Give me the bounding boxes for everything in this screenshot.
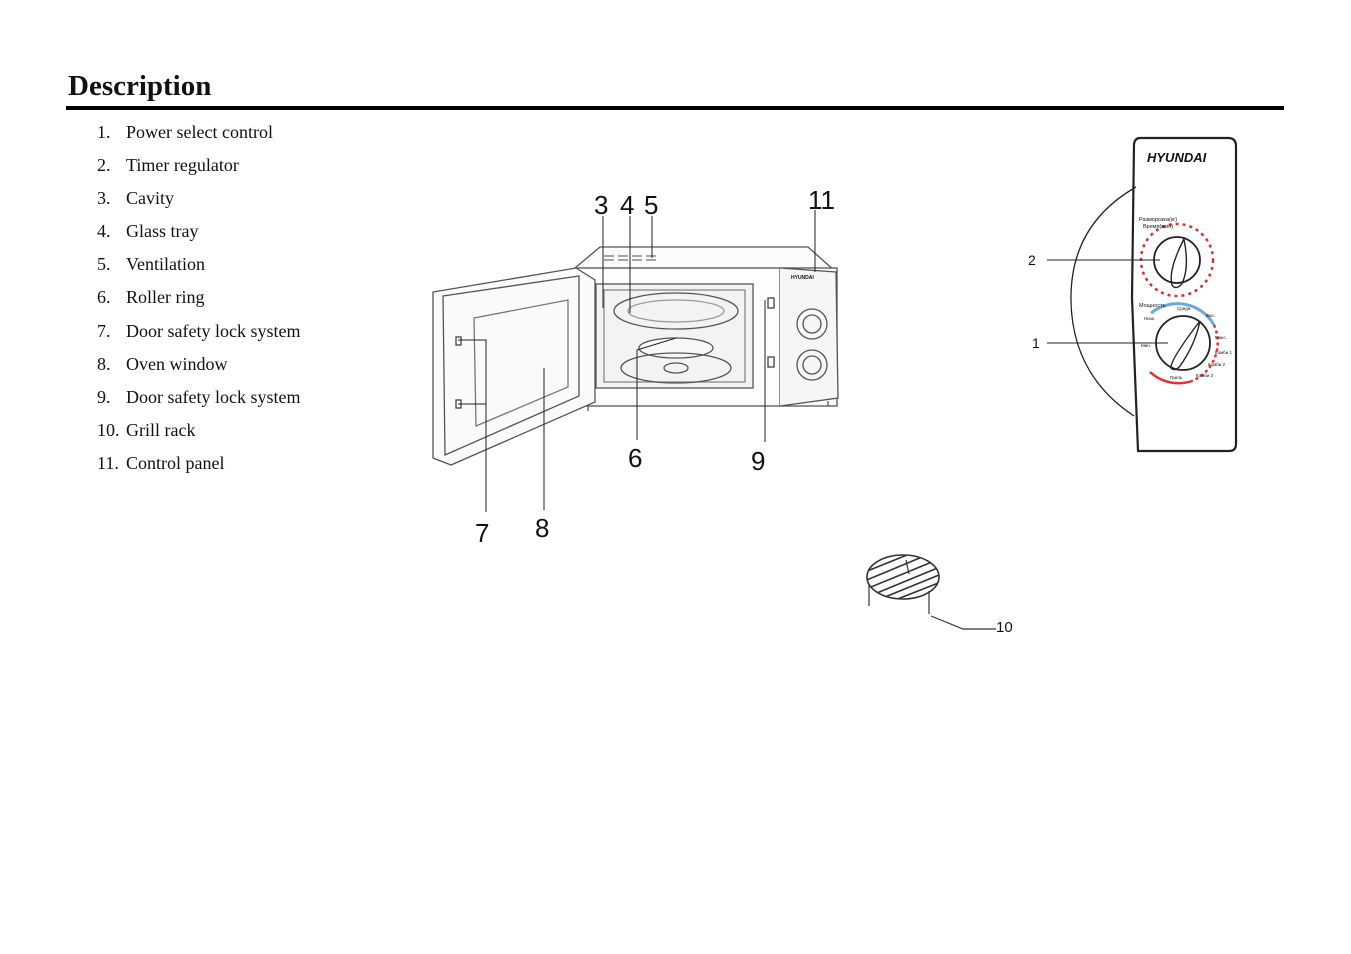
power-mark-max: Макс. [1215, 335, 1227, 340]
brand-logo-small: HYUNDAI [791, 275, 814, 281]
glass-tray [613, 292, 739, 330]
callout-9: 9 [751, 446, 765, 476]
parts-list: 1.Power select control 2.Timer regulator… [97, 118, 300, 482]
callout-3: 3 [594, 190, 608, 220]
power-caption: Мощность [1139, 303, 1166, 309]
power-mark-combi-1: Комби 1 [1215, 350, 1233, 355]
timer-knob-small [796, 349, 828, 381]
list-item: 1.Power select control [97, 122, 273, 142]
list-item: 4.Glass tray [97, 221, 199, 242]
timer-caption-defrost: Разморозка(кг) [1139, 217, 1177, 223]
callout-2: 2 [1028, 252, 1036, 268]
microwave-oven-illustration [432, 246, 839, 466]
list-item: 6.Roller ring [97, 287, 205, 308]
ventilation-slots [604, 255, 656, 261]
grill-rack-illustration [866, 554, 996, 630]
callout-1: 1 [1032, 335, 1040, 351]
title-rule [66, 106, 1284, 110]
timer-knob [1153, 236, 1201, 284]
callout-7: 7 [475, 518, 489, 548]
power-mark-grill: Гриль [1170, 375, 1183, 380]
power-mark-high: Выс. [1206, 313, 1216, 318]
power-mark-combi-2: Комби 2 [1208, 362, 1226, 367]
callout-4: 4 [620, 190, 634, 220]
list-item: 2.Timer regulator [97, 155, 239, 176]
list-item: 9.Door safety lock system [97, 386, 301, 407]
callout-10: 10 [996, 619, 1013, 636]
callout-6: 6 [628, 443, 642, 473]
oven-window [473, 299, 569, 427]
power-mark-min: Мин. [1141, 343, 1151, 348]
list-item: 5.Ventilation [97, 254, 205, 275]
list-item: 3.Cavity [97, 188, 174, 209]
callout-5: 5 [644, 190, 658, 220]
page-title: Description [68, 70, 212, 102]
oven-door [432, 267, 596, 466]
power-knob-small [796, 308, 828, 340]
list-item: 7.Door safety lock system [97, 320, 301, 341]
callout-11: 11 [808, 185, 835, 215]
power-mark-combi-3: Комби 3 [1196, 373, 1214, 378]
callout-leaders [458, 210, 816, 512]
brand-logo: HYUNDAI [1147, 150, 1207, 165]
timer-caption-time: Время(мин) [1143, 224, 1173, 230]
list-item: 11.Control panel [97, 452, 225, 473]
list-item: 8.Oven window [97, 353, 228, 374]
control-panel-detail [1047, 136, 1238, 453]
callout-8: 8 [535, 513, 549, 543]
list-item: 10.Grill rack [97, 419, 196, 440]
power-mark-low: Низк. [1144, 316, 1155, 321]
power-mark-medium: Средн. [1177, 306, 1192, 311]
